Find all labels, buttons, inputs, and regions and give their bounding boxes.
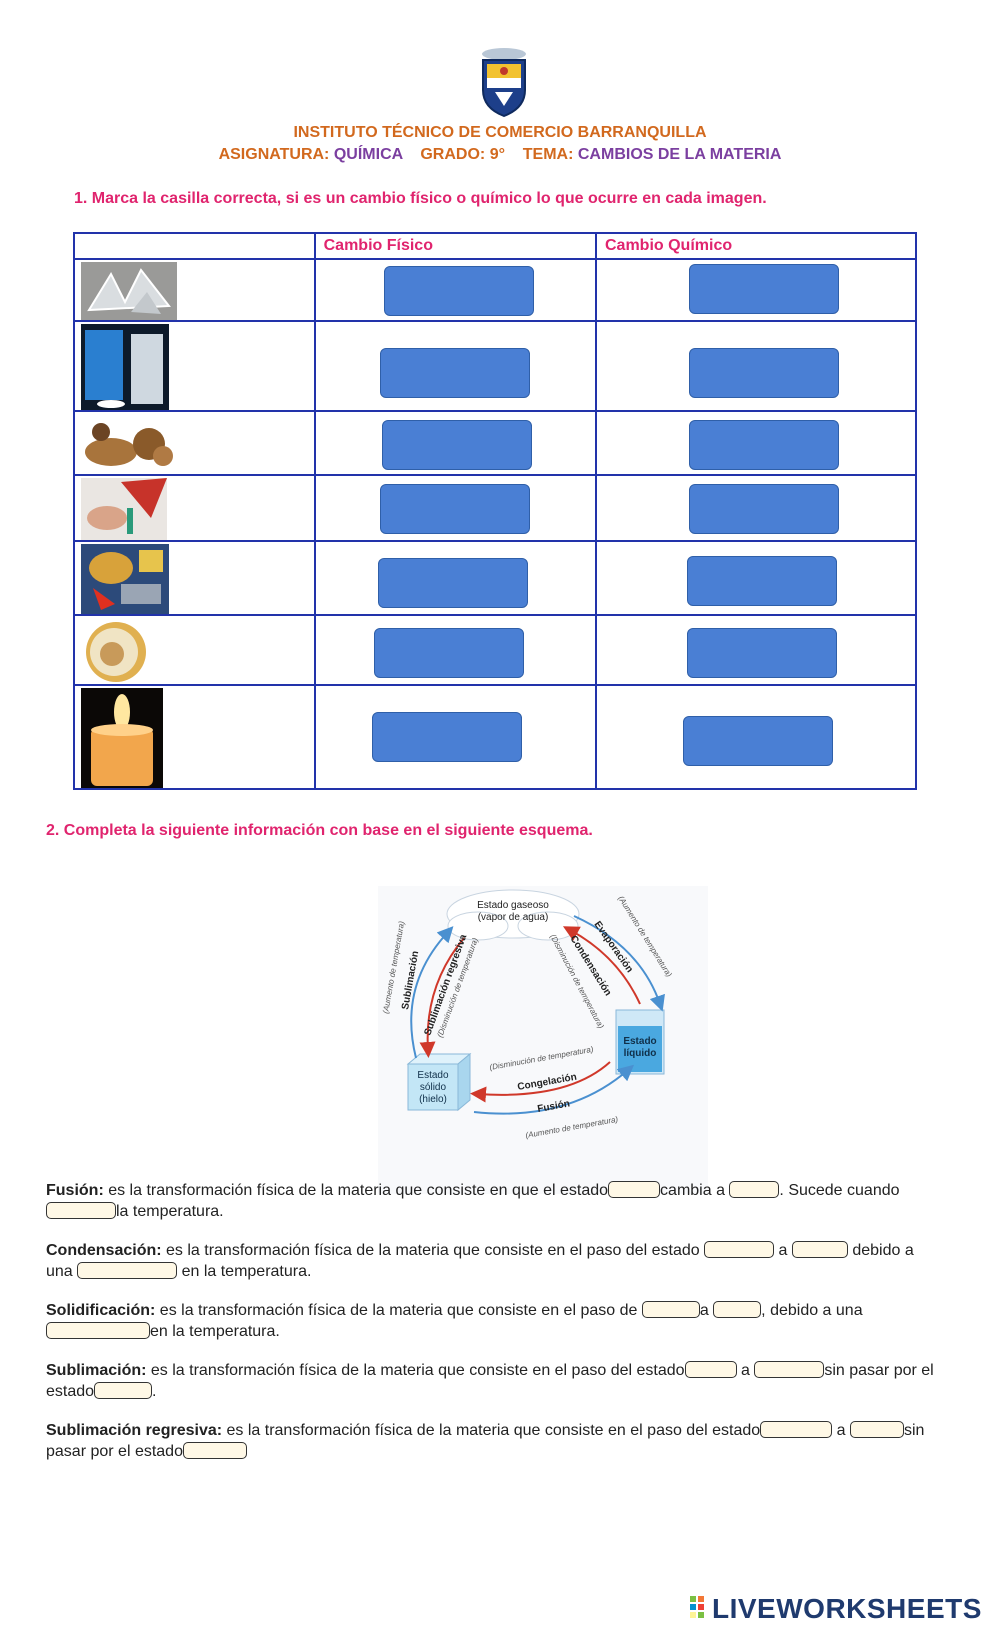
- cut-apple-image: [81, 618, 151, 684]
- liquid-label-1: Estado: [623, 1036, 656, 1047]
- col-cambio-quimico: Cambio Químico: [594, 232, 918, 260]
- liquid-glass-icon: [615, 1009, 665, 1075]
- term-solidificacion: Solidificación:: [46, 1302, 156, 1319]
- molten-metal-image: [81, 544, 169, 614]
- asignatura-value: QUÍMICA: [333, 146, 403, 163]
- gas-label-2: (vapor de agua): [478, 912, 549, 923]
- broken-glass-image: [81, 262, 177, 320]
- option-quimico-2[interactable]: [688, 348, 839, 398]
- option-quimico-1[interactable]: [688, 264, 839, 314]
- option-fisico-2[interactable]: [379, 348, 530, 398]
- table-row: [73, 684, 918, 790]
- gas-label-1: Estado gaseoso: [477, 900, 549, 911]
- cutting-paper-image: [81, 478, 167, 540]
- table-header-row: Cambio Físico Cambio Químico: [73, 232, 918, 260]
- option-quimico-5[interactable]: [686, 556, 837, 606]
- table-row: [73, 474, 918, 542]
- blank-sublimacion-regresiva-3[interactable]: [182, 1442, 247, 1460]
- term-condensacion: Condensación:: [46, 1242, 162, 1259]
- option-fisico-3[interactable]: [381, 420, 532, 470]
- blank-sublimacion-3[interactable]: [94, 1382, 153, 1400]
- paragraph-solidificacion: Solidificación: es la transformación fís…: [46, 1301, 863, 1340]
- nuts-image: [81, 414, 179, 472]
- option-quimico-6[interactable]: [686, 628, 837, 678]
- tema-label: TEMA:: [522, 146, 574, 163]
- liquid-label-2: líquido: [624, 1048, 657, 1059]
- option-quimico-4[interactable]: [688, 484, 839, 534]
- blank-solidificacion-3[interactable]: [46, 1322, 150, 1340]
- paragraph-sublimacion: Sublimación: es la transformación física…: [46, 1361, 934, 1400]
- question-1: 1. Marca la casilla correcta, si es un c…: [74, 190, 767, 207]
- school-logo: [482, 48, 526, 118]
- blank-sublimacion-2[interactable]: [754, 1361, 825, 1379]
- blank-sublimacion-regresiva-2[interactable]: [849, 1421, 904, 1439]
- col-cambio-fisico: Cambio Físico: [313, 232, 597, 260]
- liveworksheets-logo-icon: [690, 1596, 704, 1618]
- solid-label-2: sólido: [420, 1082, 447, 1093]
- blank-solidificacion-1[interactable]: [641, 1301, 700, 1319]
- paragraph-condensacion: Condensación: es la transformación físic…: [46, 1241, 914, 1280]
- blank-fusion-1[interactable]: [608, 1181, 661, 1199]
- question-2: 2. Completa la siguiente información con…: [46, 822, 593, 839]
- institute-title: INSTITUTO TÉCNICO DE COMERCIO BARRANQUIL…: [293, 124, 707, 141]
- candle-image: [81, 688, 163, 788]
- states-of-matter-diagram: Estado gaseoso (vapor de agua) Estado lí…: [378, 886, 708, 1194]
- blank-condensacion-1[interactable]: [704, 1241, 775, 1259]
- option-fisico-1[interactable]: [383, 266, 534, 316]
- option-fisico-7[interactable]: [371, 712, 522, 762]
- solid-label-1: Estado: [417, 1070, 449, 1081]
- option-fisico-4[interactable]: [379, 484, 530, 534]
- effervescent-tablet-image: [81, 324, 169, 410]
- liveworksheets-brand[interactable]: LIVEWORKSHEETS: [690, 1593, 982, 1625]
- paragraph-fusion: Fusión: es la transformación física de l…: [46, 1181, 900, 1220]
- solid-label-3: (hielo): [419, 1094, 447, 1105]
- option-quimico-7[interactable]: [682, 716, 833, 766]
- blank-solidificacion-2[interactable]: [713, 1301, 762, 1319]
- blank-condensacion-3[interactable]: [77, 1262, 178, 1280]
- blank-condensacion-2[interactable]: [791, 1241, 848, 1259]
- term-sublimacion: Sublimación:: [46, 1362, 147, 1379]
- table-row: [73, 410, 918, 476]
- subject-line: ASIGNATURA: QUÍMICA GRADO: 9° TEMA: CAMB…: [0, 146, 1000, 164]
- option-fisico-5[interactable]: [377, 558, 528, 608]
- option-quimico-3[interactable]: [688, 420, 839, 470]
- paragraph-sublimacion-regresiva: Sublimación regresiva: es la transformac…: [46, 1421, 925, 1460]
- table-row: [73, 258, 918, 322]
- table-row: [73, 320, 918, 412]
- blank-fusion-3[interactable]: [46, 1202, 116, 1220]
- table-row: [73, 540, 918, 616]
- changes-table: Cambio Físico Cambio Químico: [73, 232, 918, 790]
- blank-sublimacion-regresiva-1[interactable]: [760, 1421, 833, 1439]
- tema-value: CAMBIOS DE LA MATERIA: [577, 146, 782, 163]
- blank-sublimacion-1[interactable]: [684, 1361, 737, 1379]
- brand-text: LIVEWORKSHEETS: [712, 1593, 982, 1624]
- solid-ice-icon: [406, 1052, 472, 1112]
- table-row: [73, 614, 918, 686]
- term-sublimacion-regresiva: Sublimación regresiva:: [46, 1422, 223, 1439]
- option-fisico-6[interactable]: [373, 628, 524, 678]
- asignatura-label: ASIGNATURA:: [218, 146, 330, 163]
- term-fusion: Fusión:: [46, 1182, 104, 1199]
- blank-fusion-2[interactable]: [729, 1181, 780, 1199]
- grado-label: GRADO: 9°: [420, 146, 505, 163]
